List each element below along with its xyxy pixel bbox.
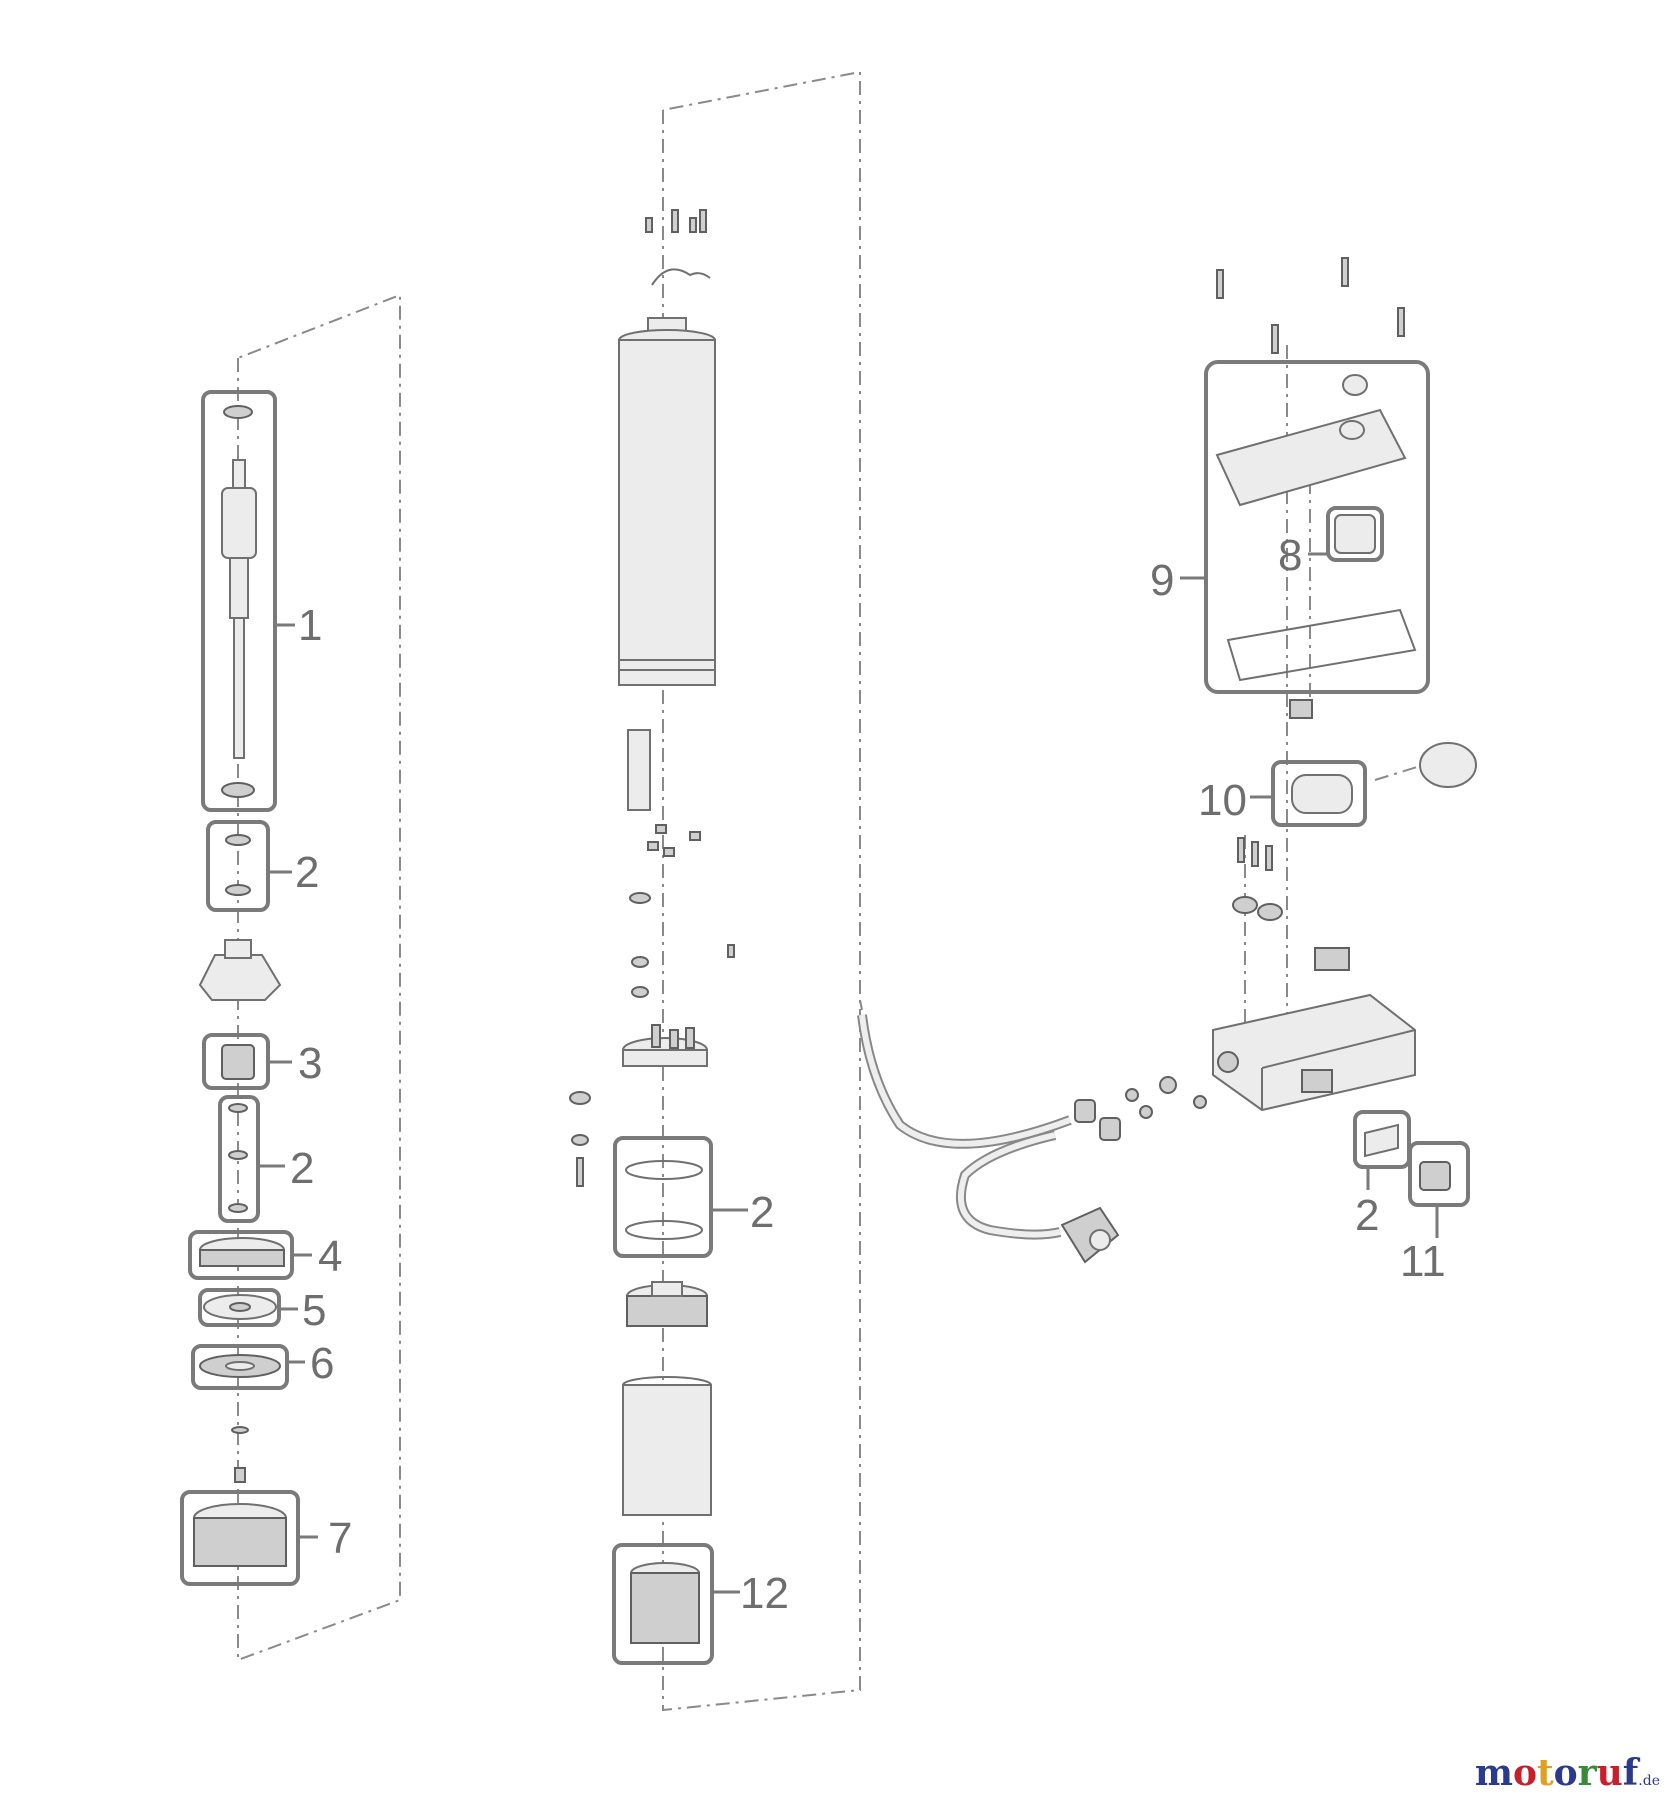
callout-box-2b	[218, 1095, 260, 1223]
callout-box-12	[612, 1543, 714, 1665]
power-plug-part	[1060, 1206, 1120, 1264]
pump-bracket-part	[198, 939, 282, 1001]
callout-label-6: 6	[310, 1339, 334, 1388]
terminal-parts-part	[1232, 837, 1350, 971]
spring-part	[221, 1044, 255, 1080]
control-box-part	[1212, 993, 1416, 1112]
callout-label-10: 10	[1198, 776, 1247, 825]
motor-end-cap-part	[622, 1024, 708, 1067]
top-screws-part	[645, 209, 711, 286]
callout-box-9	[1204, 360, 1430, 694]
callout-box-6	[191, 1344, 289, 1390]
callout-label-11: 11	[1400, 1237, 1446, 1286]
callout-box-8	[1326, 506, 1384, 562]
callout-label-12: 12	[740, 1569, 789, 1618]
callout-box-11	[1408, 1141, 1470, 1207]
callout-label-7: 7	[328, 1514, 352, 1563]
side-screws-part	[569, 1091, 591, 1187]
callout-label-8: 8	[1278, 531, 1302, 580]
callout-label-2a: 2	[295, 848, 319, 897]
coupling-sleeve-part	[627, 729, 651, 811]
wordmark-letter: f	[1622, 1752, 1639, 1794]
gasket-part	[199, 1354, 281, 1378]
power-cable-part	[857, 1014, 1072, 1240]
callout-box-1	[201, 390, 277, 812]
assembly-guide-lines	[237, 70, 1441, 1712]
impeller-part	[199, 1237, 285, 1267]
lid-screws-part	[1216, 257, 1405, 354]
screw-part	[231, 1426, 249, 1483]
motoruf-domain-suffix: .de	[1638, 1773, 1660, 1789]
wordmark-letter: m	[1474, 1752, 1513, 1794]
motor-housing-part	[618, 317, 716, 686]
inlet-filter-part	[630, 1562, 700, 1644]
callout-box-2a	[206, 820, 270, 912]
cable-glands-part	[1074, 1076, 1207, 1141]
wordmark-letter: o	[1553, 1752, 1578, 1794]
callout-box-2c	[613, 1136, 713, 1258]
wordmark-letter: u	[1596, 1752, 1623, 1794]
callout-label-2c: 2	[750, 1188, 774, 1237]
callout-box-2d	[1353, 1110, 1411, 1169]
strainer-part	[193, 1503, 287, 1567]
capacitor-part	[1289, 699, 1477, 814]
wordmark-letter: t	[1536, 1752, 1554, 1794]
o-rings-part	[228, 1103, 248, 1213]
callout-label-3: 3	[298, 1039, 322, 1088]
wordmark-letter: o	[1512, 1752, 1537, 1794]
control-box-lid-part	[1215, 374, 1417, 682]
small-parts-part	[629, 824, 735, 998]
outer-sleeve-part	[622, 1376, 712, 1516]
motoruf-wordmark: motoruf	[1475, 1752, 1638, 1794]
switch-parts-part	[1364, 1123, 1451, 1191]
shaft-assembly-part	[221, 405, 257, 798]
callout-label-2d: 2	[1355, 1191, 1379, 1240]
bearing-cap-part	[626, 1281, 708, 1327]
callout-label-1: 1	[298, 601, 322, 650]
callout-label-2b: 2	[290, 1144, 314, 1193]
wordmark-letter: r	[1577, 1752, 1597, 1794]
o-ring-pair-part	[625, 1160, 703, 1240]
callout-box-10	[1271, 760, 1367, 827]
callout-label-4: 4	[318, 1232, 342, 1281]
diffuser-disc-part	[203, 1294, 277, 1320]
callout-label-9: 9	[1150, 556, 1174, 605]
callout-label-5: 5	[302, 1286, 326, 1335]
motoruf-watermark-logo: motoruf.de	[1475, 1752, 1660, 1794]
seal-rings-part	[225, 834, 251, 896]
